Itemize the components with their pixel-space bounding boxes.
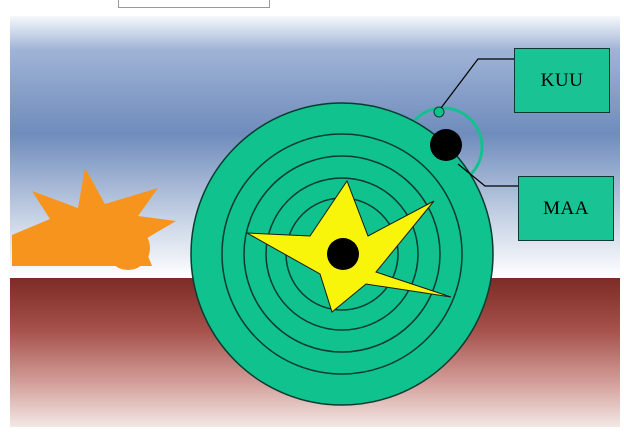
earth-label-text: MAA xyxy=(543,198,589,220)
sun-center-icon xyxy=(327,238,359,270)
earth-label: MAA xyxy=(518,176,614,241)
moon-label-text: KUU xyxy=(541,70,584,92)
black-circle-icon xyxy=(430,129,462,161)
top-tab xyxy=(118,0,270,8)
moon-label: KUU xyxy=(514,48,610,113)
small-green-circle-icon xyxy=(434,107,444,117)
